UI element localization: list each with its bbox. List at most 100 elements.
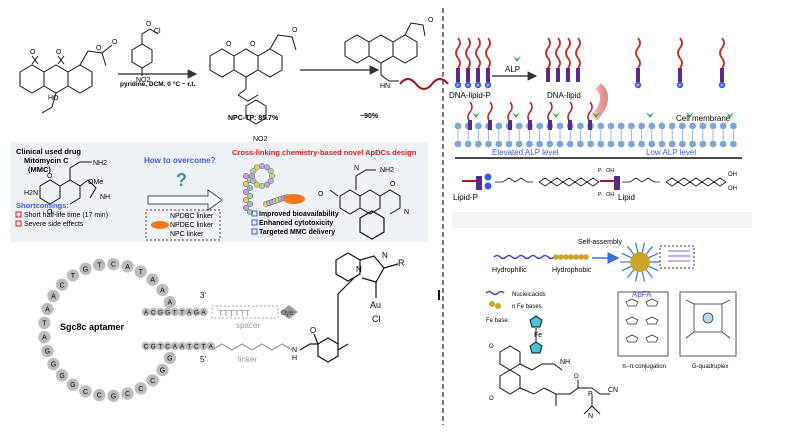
nucleotide-bead: C: [141, 341, 151, 350]
lipid-anchor: [614, 176, 620, 190]
bullet-icon: [251, 219, 258, 226]
nucleotide-bead: A: [38, 330, 51, 344]
lipid-head: [597, 122, 605, 130]
svg-text:G: G: [83, 266, 88, 273]
nucleotide-bead: T: [156, 341, 165, 350]
atom-label: Cl: [154, 28, 161, 35]
lipid-head: [679, 122, 686, 130]
dna-lipid-strand: [545, 37, 551, 82]
aptamer-bead: [242, 204, 249, 211]
lipid-head: [658, 122, 666, 130]
svg-text:C: C: [144, 343, 149, 350]
inserted-dna: [507, 101, 520, 130]
nucleotide-bead: T: [170, 307, 179, 316]
nucleotide-bead: G: [149, 341, 158, 350]
nucleotide-bead: A: [199, 307, 208, 316]
pi-pi-stack: [625, 298, 659, 343]
lipid-head: [556, 140, 564, 148]
yield-label: NPC-TP: 85.7%: [228, 115, 279, 122]
fe-bead: [553, 254, 559, 260]
atom-label: O: [96, 45, 102, 52]
lipid-head: [577, 140, 584, 148]
svg-text:C: C: [97, 393, 102, 400]
benefit-item: Enhanced cytotoxicity: [259, 220, 333, 227]
triptolide-conjugate: [344, 22, 426, 82]
lipid-chain: [622, 177, 727, 187]
nucleotide-bead: G: [41, 344, 54, 358]
atom-label: HN: [380, 83, 390, 90]
aptamer-bead: [246, 208, 253, 215]
nucleotide-bead: C: [79, 385, 92, 398]
svg-text:A: A: [167, 300, 172, 307]
lipid-head: [454, 122, 462, 130]
alp-enzyme-icon: [726, 112, 734, 118]
atom-label: N: [404, 209, 409, 216]
alp-enzyme-icon: [513, 56, 521, 62]
dna-lipid-strand: P: [484, 37, 492, 89]
atom-label: NH2: [380, 167, 394, 174]
nucleotide-bead: G: [55, 369, 69, 382]
linker-item: NPDBC linker: [170, 213, 214, 220]
lipid-head: [515, 140, 523, 148]
svg-text:P: P: [678, 83, 681, 88]
svg-text:G: G: [70, 382, 75, 389]
nucleotide-bead: C: [93, 388, 106, 402]
atom-label: N: [354, 165, 359, 172]
atom-label: O: [489, 344, 494, 350]
svg-text:C: C: [150, 378, 155, 385]
aptamer-bead: [267, 167, 274, 174]
benefit-item: Targeted MMC delivery: [259, 229, 335, 236]
inserted-dna: [587, 101, 600, 130]
dna-lipid-strand: P: [454, 37, 462, 89]
reagents-label: pyridine, DCM. 0 °C ~ r.t.: [120, 80, 196, 88]
dna-lipid-strand: P: [718, 37, 726, 89]
lipid-head: [719, 140, 727, 148]
g-quadruplex-structure: [685, 299, 731, 339]
inserted-dna: [547, 101, 560, 130]
fe-bead: [558, 254, 564, 260]
atom-label: O: [146, 21, 152, 28]
atom-label: O: [318, 191, 324, 198]
atom-label: OH: [728, 172, 737, 178]
aptamer-bead: [253, 181, 260, 188]
svg-text:C: C: [111, 262, 116, 269]
low-alp-label: Low ALP level: [646, 148, 696, 157]
linker-icon: [283, 194, 305, 204]
atom-label: O: [250, 41, 256, 48]
cell-membrane-label: Cell membrane: [676, 114, 731, 123]
lipid-head: [526, 140, 533, 148]
nucleotide-bead: G: [107, 389, 120, 403]
dye-diamond: [280, 305, 298, 319]
lipid-head: [607, 122, 615, 130]
aptamer-bead: [246, 192, 253, 199]
fe-bead: [563, 254, 569, 260]
g-quad-label: G-quadruplex: [692, 364, 728, 370]
nucleotide-bead: A: [185, 307, 194, 316]
alp-enzyme-icon: [686, 112, 694, 118]
aptamer-bead: [250, 167, 257, 174]
lipid-head: [536, 122, 543, 130]
nucleotide-bead: G: [163, 307, 172, 316]
svg-text:T: T: [180, 309, 184, 316]
lipid-head: [475, 140, 482, 148]
svg-text:A: A: [209, 343, 214, 350]
svg-text:A: A: [42, 335, 47, 342]
atom-label: Au: [370, 300, 381, 310]
svg-text:T: T: [42, 320, 47, 327]
aptamer-bead: [250, 177, 257, 184]
lipid-head: [577, 122, 584, 130]
aptamer-bead: [246, 184, 253, 191]
svg-text:T: T: [173, 309, 177, 316]
svg-text:T: T: [202, 343, 206, 350]
svg-text:A: A: [144, 309, 149, 316]
divider-tick: [438, 290, 440, 300]
nucleotide-bead: T: [185, 341, 194, 350]
aptamer-bead: [259, 182, 266, 189]
atom-label: O: [112, 39, 118, 46]
lipid-head: [699, 122, 707, 130]
lipid-head: [638, 140, 645, 148]
self-assembly-label: Self-assembly: [578, 239, 622, 246]
atom-label: NH: [100, 194, 110, 201]
